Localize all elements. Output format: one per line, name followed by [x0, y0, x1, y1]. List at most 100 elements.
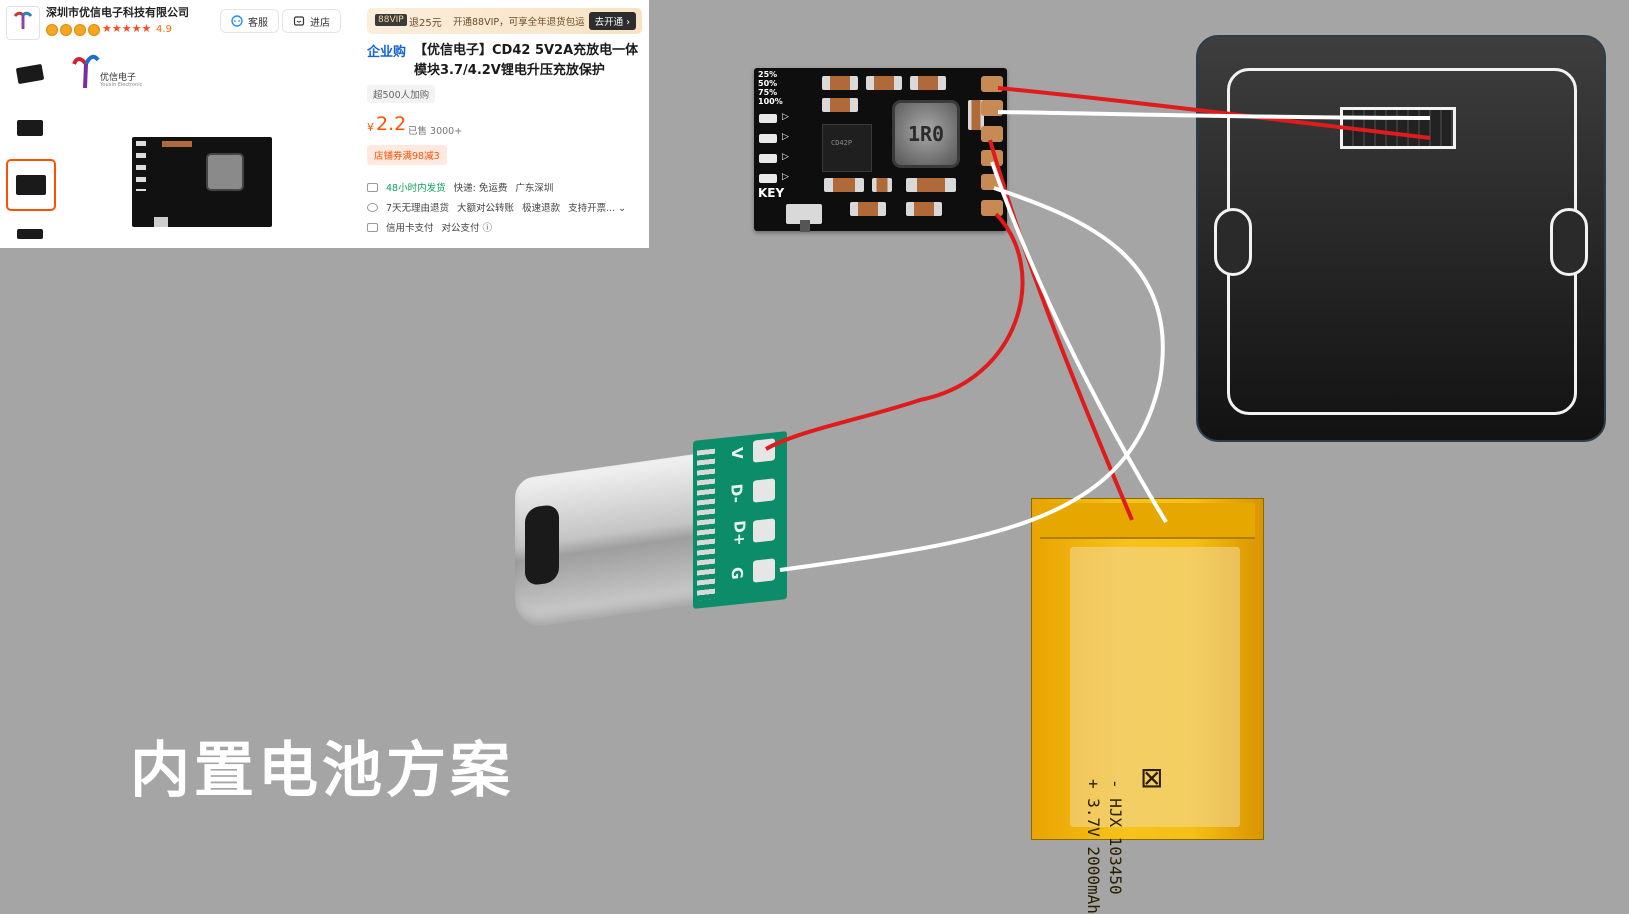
brand-name: 优信电子	[100, 73, 137, 83]
solder-pad	[981, 100, 1003, 116]
chip-text: CD42P	[831, 139, 853, 147]
thumbnail[interactable]	[8, 54, 52, 94]
badge-icon	[60, 24, 72, 36]
solder-pad	[981, 76, 1003, 92]
led-arrow-icon: ▷	[782, 132, 789, 142]
lipo-battery: - HJX 103450 + 3.7V 2000mAh ⊠	[1031, 498, 1264, 914]
inductor: 1R0	[892, 100, 960, 168]
module-thumbnail-image	[16, 175, 46, 195]
device-enclosure	[1196, 35, 1606, 442]
product-main-image[interactable]	[132, 137, 272, 227]
module-thumbnail-image	[17, 229, 43, 239]
wiring-diagram	[765, 86, 1431, 572]
payment-item[interactable]: 对公支付 ⓘ	[441, 223, 493, 234]
wire-white-out-to-connector	[997, 110, 1431, 120]
smd-component	[822, 76, 858, 90]
policy-item: 极速退款	[522, 203, 561, 214]
shipping-highlight: 48小时内发货	[386, 183, 446, 194]
shipping-row: 48小时内发货 快递: 免运费 广东深圳	[367, 180, 553, 194]
key-switch[interactable]	[786, 204, 822, 224]
wire-red-vin-to-usb	[765, 212, 1025, 451]
percent-label: 75%	[758, 88, 778, 97]
policy-row[interactable]: 7天无理由退货 大额对公转账 极速退款 支持开票... ⌄	[367, 200, 626, 214]
led-thumbnail	[136, 141, 146, 191]
rating-value: 4.9	[156, 24, 172, 35]
enterprise-tag: 企业购	[367, 45, 407, 60]
wire-red-out-to-connector	[997, 86, 1431, 140]
brand-subtitle: Youxin Electronic	[100, 82, 143, 88]
battery-label-sticker	[1070, 547, 1240, 827]
led-arrow-icon: ▷	[782, 152, 789, 162]
smd-component	[910, 76, 946, 90]
no-dispose-icon: ⊠	[1140, 761, 1164, 794]
key-label: KEY	[758, 186, 785, 200]
charger-module: 25% 50% 75% 100% ▷ ▷ ▷ ▷ CD42P 1R0 KEY	[754, 68, 1007, 232]
smd-component	[872, 178, 892, 192]
rating-stars: ★★★★★	[102, 22, 152, 35]
smd-component	[824, 178, 864, 192]
sold-count: 已售 3000+	[408, 126, 463, 137]
led-arrow-icon: ▷	[782, 172, 789, 182]
store-name[interactable]: 深圳市优信电子科技有限公司	[46, 6, 189, 19]
led-indicator	[759, 154, 777, 163]
store-badges	[46, 24, 100, 36]
shipping-text: 快递: 免运费	[453, 183, 508, 194]
price-symbol: ¥	[367, 121, 374, 134]
wire-white-bat-minus	[990, 161, 1168, 524]
product-title: 【优信电子】CD42 5V2A充放电一体模块3.7/4.2V锂电升压充放保护	[414, 43, 639, 78]
wire-white-ground-to-usb	[779, 186, 1165, 572]
solder-pad	[981, 126, 1003, 142]
led-arrow-icon: ▷	[782, 112, 789, 122]
solder-pad	[981, 200, 1003, 216]
thumbnail[interactable]	[8, 108, 52, 148]
enter-store-label: 进店	[310, 17, 330, 29]
battery-protection-board	[1040, 503, 1255, 539]
switch-thumbnail	[154, 217, 168, 227]
store-icon	[293, 16, 305, 26]
customer-service-button[interactable]: 客服	[220, 9, 279, 33]
smd-component	[968, 100, 984, 130]
vip-banner[interactable]: 88VIP 退25元 开通88VIP，可享全年退货包运 去开通 ›	[367, 8, 642, 34]
truck-icon	[367, 182, 378, 192]
policy-item: 大额对公转账	[457, 203, 515, 214]
brand-logo-icon	[72, 54, 100, 89]
smd-component	[866, 76, 902, 90]
led-indicator	[759, 114, 777, 123]
badge-icon	[74, 24, 86, 36]
key-switch-knob[interactable]	[800, 220, 810, 232]
policy-item[interactable]: 支持开票... ⌄	[568, 203, 627, 214]
vip-tag: 88VIP	[375, 14, 407, 26]
vip-text: 开通88VIP，可享全年退货包运	[453, 17, 585, 28]
wire-red-bat-plus	[988, 139, 1134, 521]
vip-open-button[interactable]: 去开通 ›	[588, 12, 636, 30]
thumbnail-selected[interactable]	[6, 159, 56, 211]
store-logo[interactable]	[6, 6, 40, 40]
charger-ic: CD42P	[822, 124, 872, 172]
shield-icon	[367, 202, 378, 212]
customer-service-label: 客服	[248, 17, 268, 29]
inductor-label: 1R0	[907, 122, 945, 146]
cart-count-tag: 超500人加购	[367, 85, 436, 103]
payment-row: 信用卡支付 对公支付 ⓘ	[367, 220, 492, 234]
card-icon	[367, 222, 378, 232]
smd-component	[850, 202, 886, 216]
caption: 内置电池方案	[130, 736, 514, 806]
badge-icon	[88, 24, 100, 36]
store-logo-icon	[13, 11, 33, 29]
smd-component	[906, 178, 956, 192]
module-thumbnail-image	[17, 120, 43, 136]
chat-icon	[231, 15, 243, 27]
payment-item: 信用卡支付	[386, 223, 434, 234]
enclosure-slot-right	[1550, 208, 1588, 276]
thumbnail[interactable]	[8, 222, 52, 246]
percent-label: 100%	[758, 97, 783, 106]
component-thumbnail	[162, 141, 192, 147]
shipping-location[interactable]: 广东深圳	[515, 183, 554, 194]
led-indicator	[759, 174, 777, 183]
price: 2.2	[376, 113, 407, 135]
smd-component	[906, 202, 942, 216]
coupon-button[interactable]: 店铺券满98减3	[367, 145, 447, 165]
policy-item: 7天无理由退货	[386, 203, 450, 214]
led-indicator	[759, 134, 777, 143]
enter-store-button[interactable]: 进店	[282, 9, 341, 33]
